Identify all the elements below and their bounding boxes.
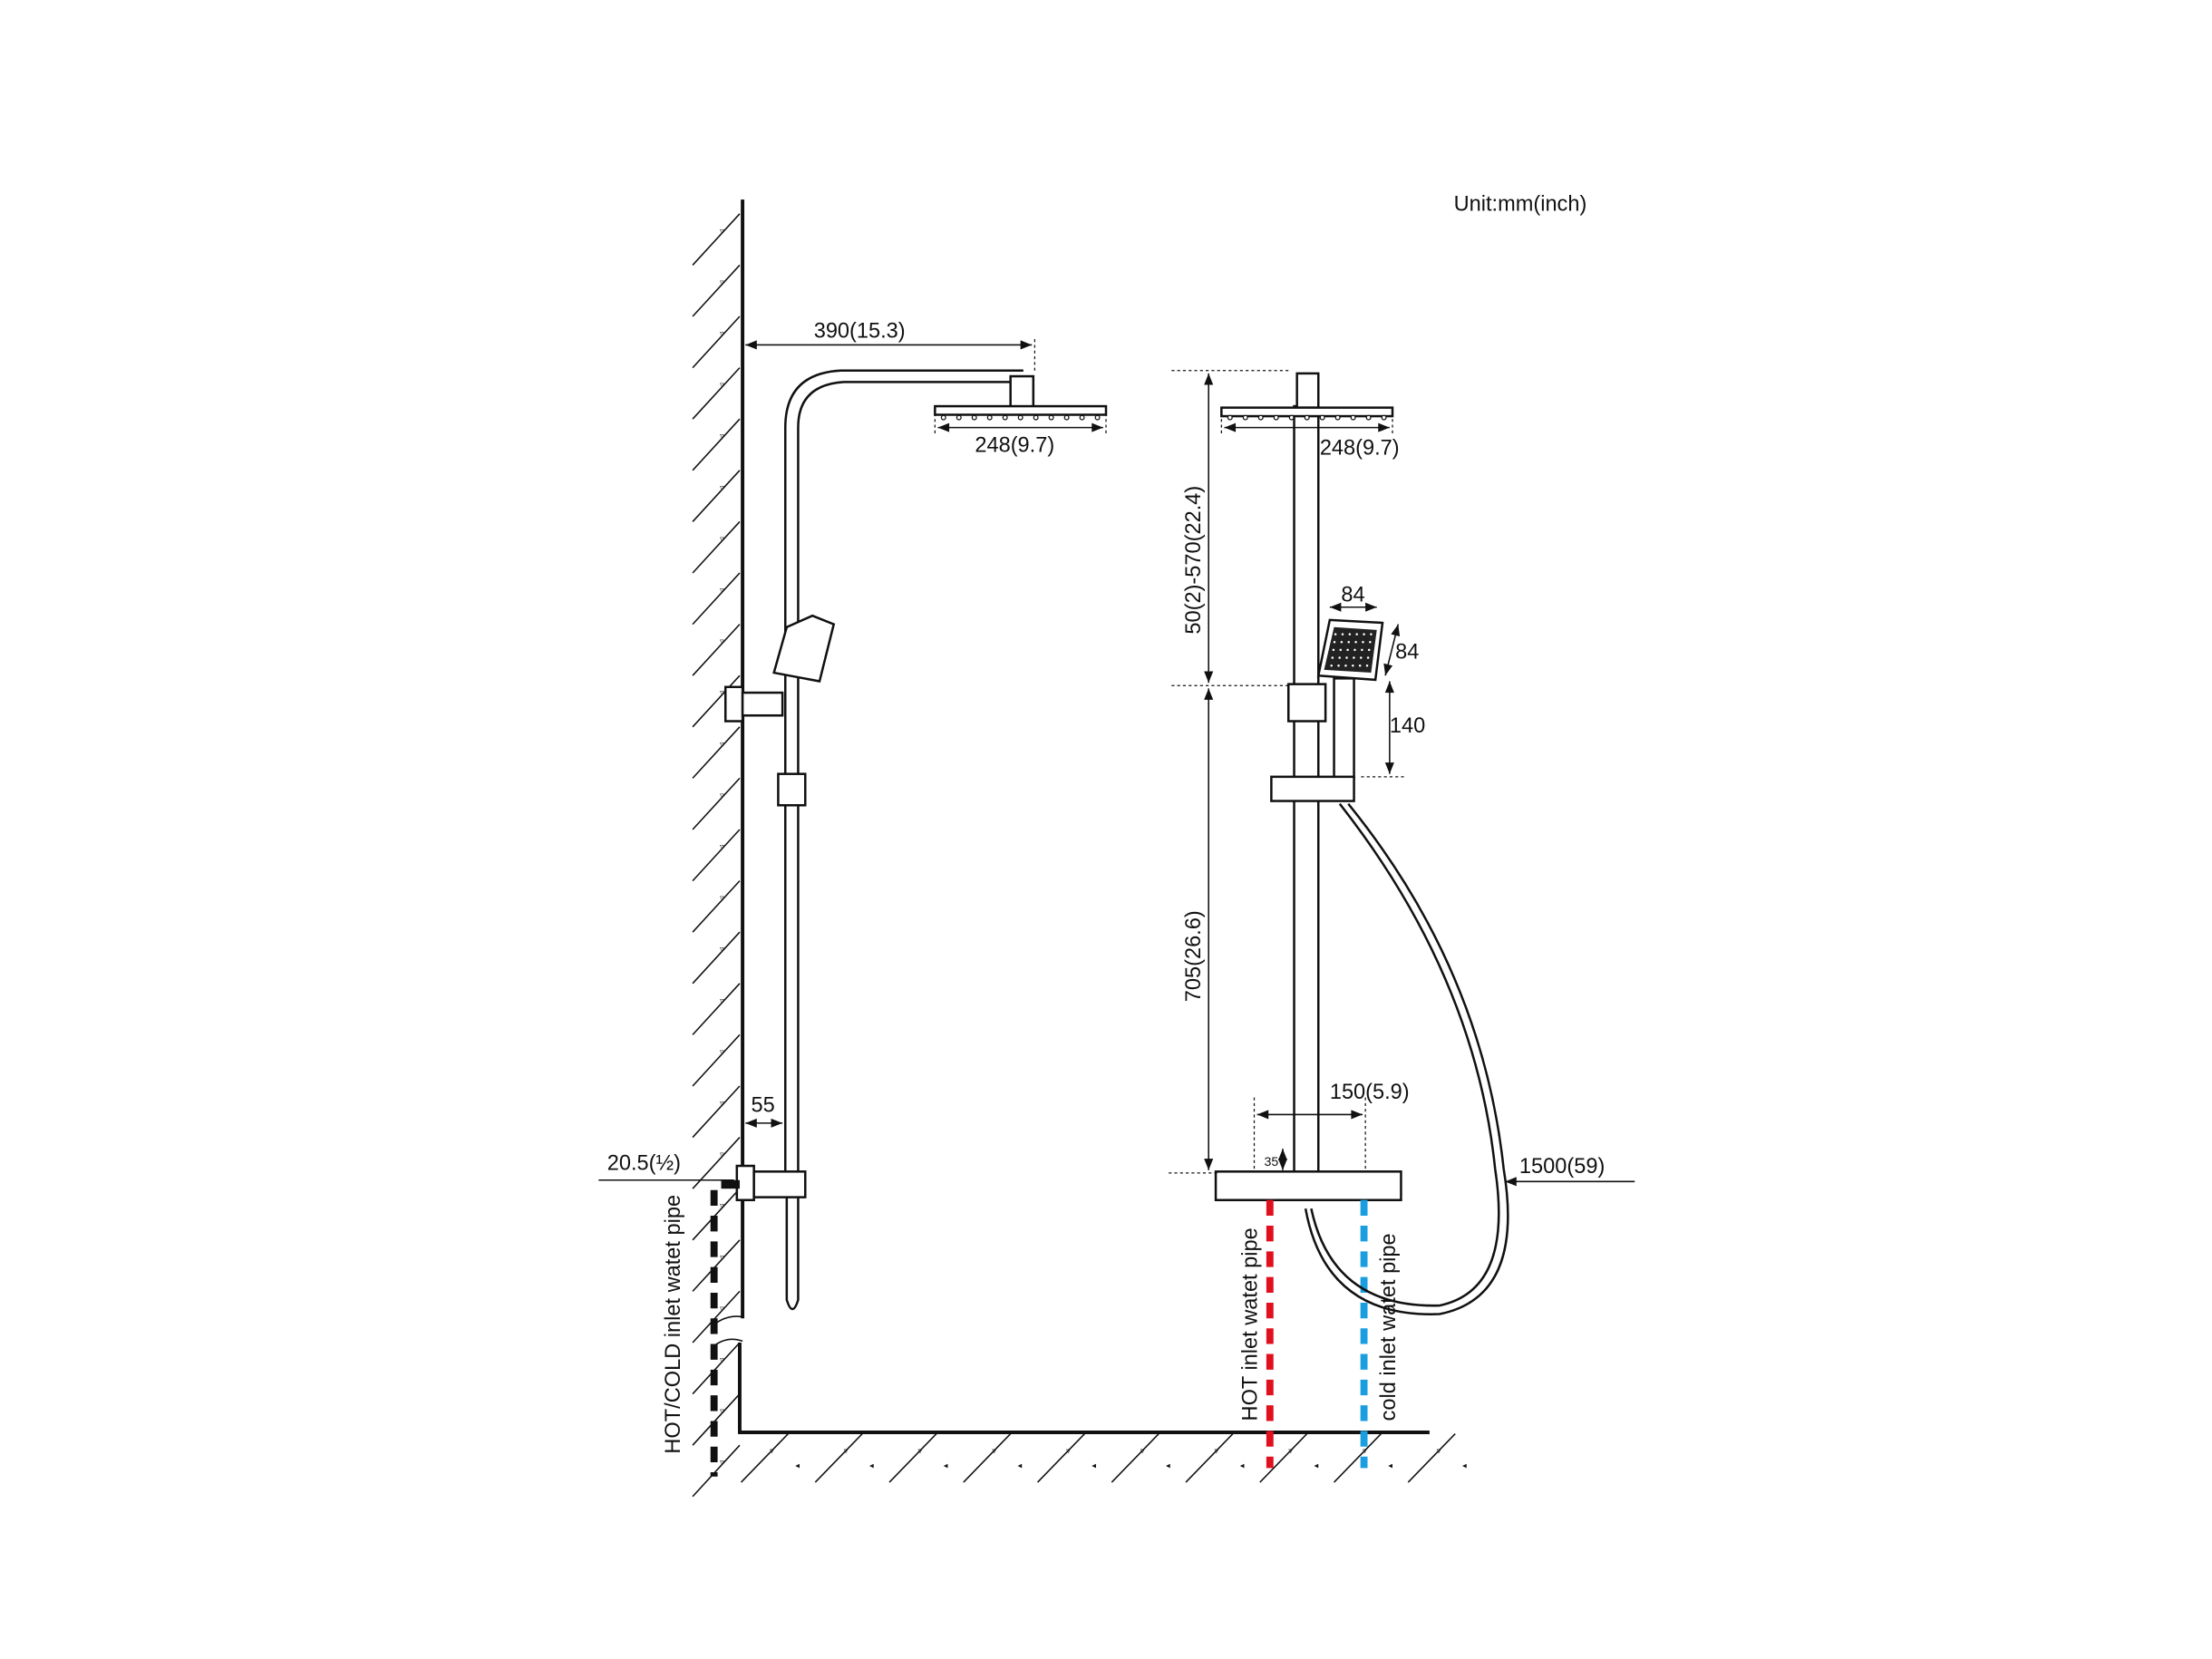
side-hand-shower	[772, 614, 836, 683]
svg-text:▿: ▿	[720, 482, 724, 492]
svg-text:▿: ▿	[720, 687, 724, 697]
svg-text:▿: ▿	[1437, 1446, 1441, 1456]
side-head-connector	[1009, 374, 1035, 409]
svg-text:▿: ▿	[720, 585, 724, 595]
svg-text:▿: ▿	[720, 431, 724, 441]
svg-text:◂: ◂	[795, 1460, 800, 1470]
hand-width-dim: 84	[1341, 582, 1364, 606]
svg-text:◂: ◂	[1462, 1460, 1467, 1470]
front-head-width-dim: 248(9.7)	[1320, 436, 1400, 460]
front-lower-height-dim: 705(26.6)	[1181, 910, 1205, 1002]
side-riser	[784, 369, 1024, 1183]
side-slider	[777, 772, 807, 807]
front-head-connector	[1295, 372, 1320, 409]
front-holder	[1270, 775, 1355, 802]
svg-text:◂: ◂	[944, 1460, 948, 1470]
svg-text:▿: ▿	[720, 533, 724, 543]
front-thermostat-body	[1214, 1170, 1402, 1202]
svg-text:▿: ▿	[1066, 1446, 1071, 1456]
svg-text:▿: ▿	[720, 995, 724, 1005]
svg-text:▿: ▿	[720, 739, 724, 749]
svg-text:▿: ▿	[720, 1252, 724, 1262]
svg-text:▿: ▿	[770, 1446, 774, 1456]
svg-text:▿: ▿	[720, 1457, 724, 1467]
svg-text:▿: ▿	[1214, 1446, 1218, 1456]
svg-text:▿: ▿	[1363, 1446, 1367, 1456]
svg-text:▿: ▿	[1288, 1446, 1293, 1456]
svg-text:▿: ▿	[720, 1406, 724, 1416]
svg-text:▿: ▿	[844, 1446, 849, 1456]
svg-text:▿: ▿	[720, 328, 724, 338]
svg-text:▿: ▿	[720, 841, 724, 851]
side-inlet-size-dim: 20.5(½)	[607, 1151, 681, 1175]
svg-text:▿: ▿	[720, 1046, 724, 1056]
front-view: 50(2)-570(22.4) 705(26.6) 248(9.7) 84 84…	[1169, 370, 1635, 1469]
svg-text:◂: ◂	[1018, 1460, 1023, 1470]
side-bracket-arm	[741, 691, 784, 717]
svg-text:◂: ◂	[1388, 1460, 1392, 1470]
svg-text:▿: ▿	[720, 944, 724, 954]
inlet-spacing-dim: 150(5.9)	[1330, 1080, 1410, 1103]
side-valve-body	[752, 1170, 807, 1198]
svg-text:▿: ▿	[720, 1200, 724, 1210]
side-wall-bracket	[723, 685, 744, 723]
svg-text:◂: ◂	[869, 1460, 874, 1470]
cold-inlet-label: cold inlet watet pipe	[1376, 1233, 1400, 1421]
unit-label: Unit:mm(inch)	[1454, 192, 1587, 216]
floor-hatch: ▿ ◂ ▿ ◂ ▿ ◂ ▿ ◂ ▿ ◂ ▿ ◂ ▿ ◂ ▿ ◂ ▿ ◂ ▿ ◂	[740, 1433, 1467, 1483]
svg-text:▿: ▿	[992, 1446, 996, 1456]
front-upper-height-dim: 50(2)-570(22.4)	[1181, 486, 1205, 635]
svg-text:▿: ▿	[720, 1098, 724, 1108]
front-hand-shower	[1316, 618, 1384, 780]
side-inlet-label: HOT/COLD inlet watet pipe	[661, 1195, 684, 1454]
svg-text:▿: ▿	[1140, 1446, 1145, 1456]
svg-text:▿: ▿	[720, 276, 724, 286]
side-head-width-dim: 248(9.7)	[975, 432, 1054, 456]
side-view: 390(15.3) 248(9.7) 55 20.5(½) HOT/COLD i…	[598, 319, 1108, 1477]
svg-text:▿: ▿	[720, 790, 724, 800]
front-slider	[1286, 683, 1327, 723]
front-hose	[1304, 802, 1509, 1315]
wall: ▿ ▿ ▿ ▿ ▿ ▿ ▿ ▿ ▿ ▿ ▿ ▿ ▿ ▿ ▿ ▿ ▿ ▿ ▿ ▿ ▿ ▿ ▿ ▿ ▿	[692, 199, 745, 1498]
svg-text:◂: ◂	[1166, 1460, 1170, 1470]
svg-text:▿: ▿	[720, 1354, 724, 1364]
svg-text:▿: ▿	[720, 380, 724, 390]
svg-text:▿: ▿	[720, 636, 724, 646]
wall-hatch: ▿ ▿ ▿ ▿ ▿ ▿ ▿ ▿ ▿ ▿ ▿ ▿ ▿ ▿ ▿ ▿ ▿ ▿ ▿ ▿ ▿ ▿ ▿ ▿ ▿	[692, 213, 741, 1498]
svg-text:◂: ◂	[1091, 1460, 1096, 1470]
side-hose	[785, 1197, 800, 1311]
hand-height-dim: 84	[1395, 639, 1419, 663]
hose-length-dim: 1500(59)	[1519, 1154, 1605, 1178]
svg-text:▿: ▿	[720, 1150, 724, 1159]
svg-text:▿: ▿	[720, 893, 724, 903]
svg-text:▿: ▿	[720, 226, 724, 236]
side-arm-reach-dim: 390(15.3)	[814, 319, 906, 343]
side-rain-head	[934, 404, 1108, 416]
holder-height-dim: 140	[1390, 713, 1425, 737]
svg-text:▿: ▿	[917, 1446, 922, 1456]
side-wall-offset-dim: 55	[752, 1092, 775, 1116]
hot-inlet-label: HOT inlet watet pipe	[1238, 1227, 1262, 1421]
svg-text:◂: ◂	[1240, 1460, 1245, 1470]
floor: ▿ ◂ ▿ ◂ ▿ ◂ ▿ ◂ ▿ ◂ ▿ ◂ ▿ ◂ ▿ ◂ ▿ ◂ ▿ ◂	[738, 1431, 1467, 1483]
valve-offset-dim: 35	[1265, 1154, 1279, 1169]
svg-text:◂: ◂	[1315, 1460, 1319, 1470]
svg-text:▿: ▿	[720, 1303, 724, 1313]
